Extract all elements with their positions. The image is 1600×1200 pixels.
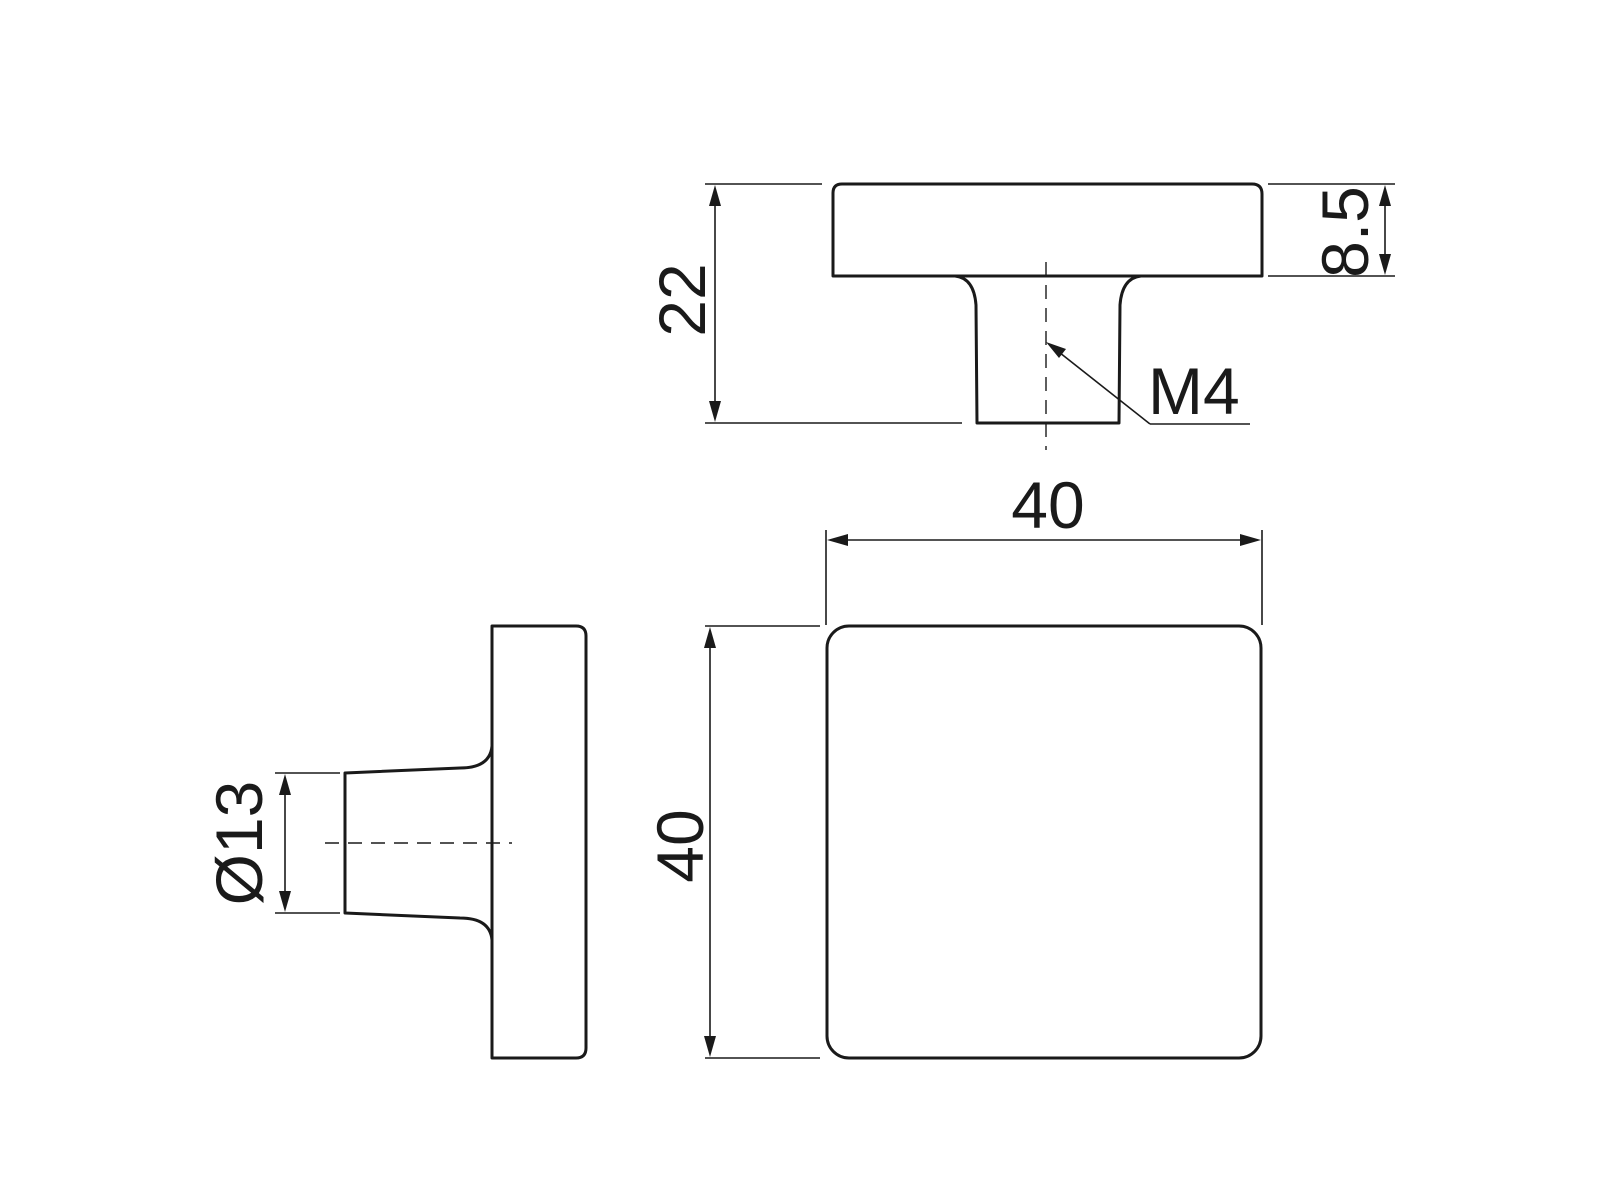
top-side-view: 22 8.5 M4: [645, 182, 1395, 450]
arrow-m4: [1046, 342, 1066, 358]
front-view: 40: [643, 624, 1263, 1060]
arrow-8-5-bottom: [1379, 254, 1391, 275]
knob-stem-side-outline: [343, 745, 494, 941]
arrow-40h-bottom: [704, 1036, 716, 1057]
arrow-8-5-top: [1379, 185, 1391, 206]
arrow-22-bottom: [709, 401, 721, 422]
dimension-label-40-width: 40: [1011, 468, 1084, 542]
knob-stem-outline: [954, 274, 1142, 425]
knob-head-outline: [831, 182, 1264, 278]
dimension-label-40-height: 40: [643, 809, 717, 882]
knob-face-square: [825, 624, 1263, 1060]
dimension-label-8-5: 8.5: [1308, 186, 1382, 278]
left-side-view: Ø13: [202, 624, 588, 1060]
arrow-40-left: [827, 534, 848, 546]
arrow-40-right: [1240, 534, 1261, 546]
arrow-13-bottom: [279, 891, 291, 912]
arrow-22-top: [709, 185, 721, 206]
leader-line-m4: [1049, 344, 1151, 425]
arrow-13-top: [279, 774, 291, 795]
width-dimension: 40: [825, 468, 1263, 625]
dimension-label-22: 22: [645, 263, 719, 336]
thread-label-m4: M4: [1148, 354, 1240, 428]
dimension-label-diameter-13: Ø13: [202, 781, 276, 906]
arrow-40h-top: [704, 627, 716, 648]
knob-head-side-outline: [490, 624, 588, 1060]
